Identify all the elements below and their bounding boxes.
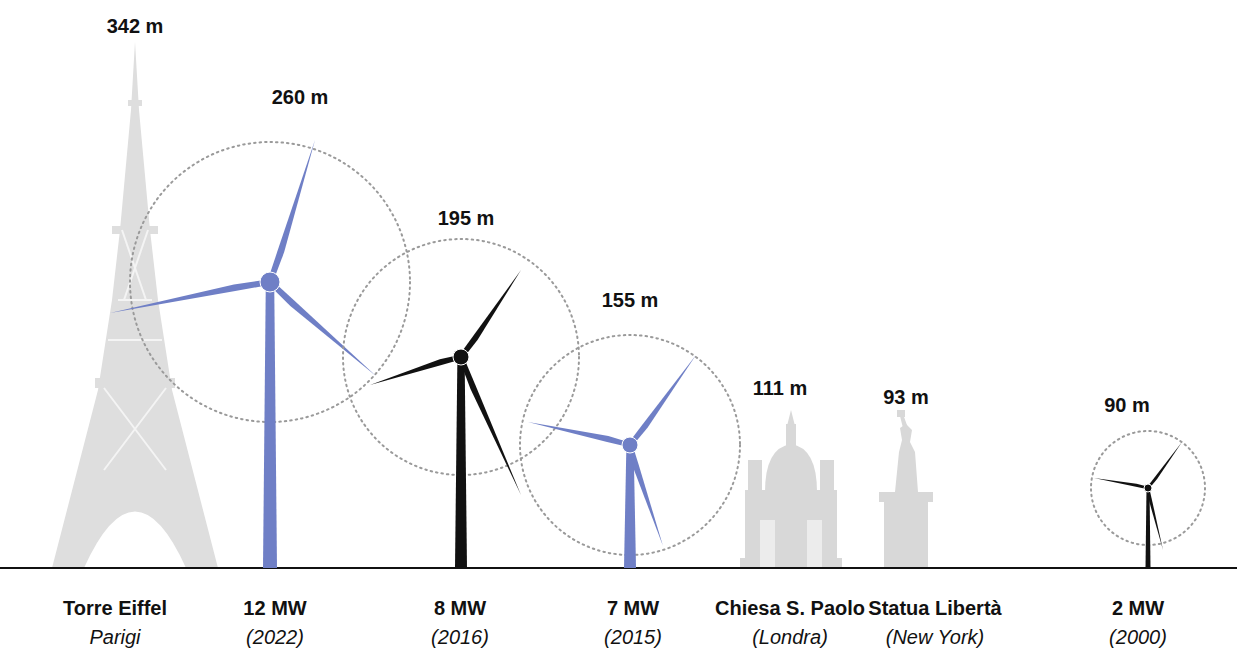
turbine-tower [455,357,467,568]
item-note: Parigi [89,626,140,648]
height-label: 90 m [1104,394,1150,416]
item-name: Chiesa S. Paolo [715,597,865,619]
turbine-blade [459,356,521,495]
st-pauls-church [740,410,842,568]
item-name: Torre Eiffel [63,597,167,619]
item-note: (Londra) [752,626,828,648]
turbine-blade [628,355,696,446]
height-label: 155 m [602,289,659,311]
turbine-blade [528,422,631,447]
turbine-hub [260,272,280,292]
turbine-blade [1147,488,1163,550]
turbines [110,140,1205,568]
turbine-blade [370,355,462,385]
item-name: 2 MW [1112,597,1164,619]
item-name: Statua Libertà [868,597,1001,619]
item-note: (2016) [431,626,489,648]
eiffel-tower [52,42,218,568]
turbine-blade [459,270,521,358]
wind-turbine [110,140,410,568]
height-label: 260 m [272,86,329,108]
statue-of-liberty [879,410,933,568]
height-label: 93 m [883,386,929,408]
item-name: 12 MW [243,597,306,619]
turbine-hub [1144,484,1152,492]
item-name: 8 MW [434,597,486,619]
turbine-blade [1094,478,1148,489]
turbine-blade [628,444,663,546]
height-label: 111 m [753,377,808,399]
height-label: 342 m [107,15,164,37]
height-label: 195 m [438,207,495,229]
wind-turbine [1091,431,1205,568]
wind-turbine [343,239,579,568]
item-note: (New York) [886,626,985,648]
item-name: 7 MW [607,597,659,619]
item-note: (2015) [604,626,662,648]
turbine-blade [110,279,271,313]
turbine-hub [622,437,638,453]
wind-turbine [520,335,740,568]
turbine-blade [1147,442,1182,489]
turbine-blade [267,140,315,283]
turbine-tower [263,282,277,568]
item-note: (2022) [246,626,304,648]
item-note: (2000) [1109,626,1167,648]
turbine-hub [453,349,469,365]
ground-line [0,567,1237,569]
